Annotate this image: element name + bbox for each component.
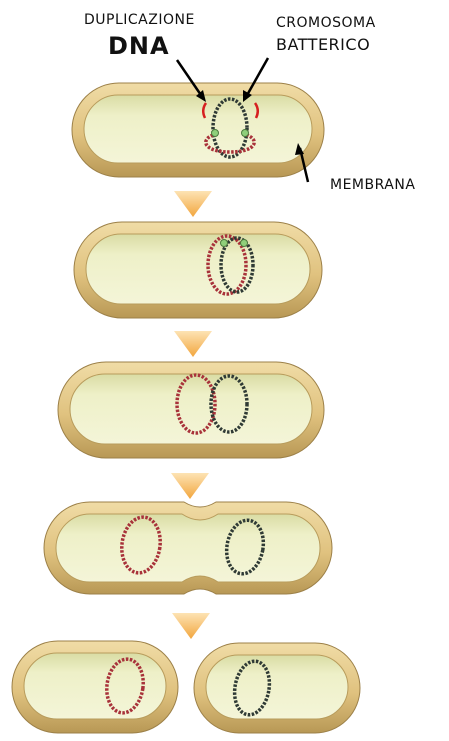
step-arrow-3: [171, 473, 209, 499]
cell-stage-3: [58, 362, 324, 458]
chromosome-label-line2: BATTERICO: [276, 35, 370, 54]
origin-marker-left: [212, 130, 219, 137]
membrane-label: MEMBRANA: [330, 177, 415, 193]
step-arrow-1: [174, 191, 212, 217]
cell-stage-4: [44, 502, 332, 594]
daughter-cell-left: [12, 641, 178, 733]
chromosome-label-line1: CROMOSOMA: [276, 15, 376, 31]
origin-marker-right: [242, 130, 249, 137]
origin-marker-left: [221, 240, 228, 247]
origin-marker-right: [241, 240, 248, 247]
daughter-cell-right: [194, 643, 360, 733]
duplication-label: DUPLICAZIONE: [84, 12, 195, 28]
dna-label: DNA: [108, 32, 170, 60]
cell-stage-2: [74, 222, 322, 318]
step-arrow-2: [174, 331, 212, 357]
step-arrow-4: [172, 613, 210, 639]
